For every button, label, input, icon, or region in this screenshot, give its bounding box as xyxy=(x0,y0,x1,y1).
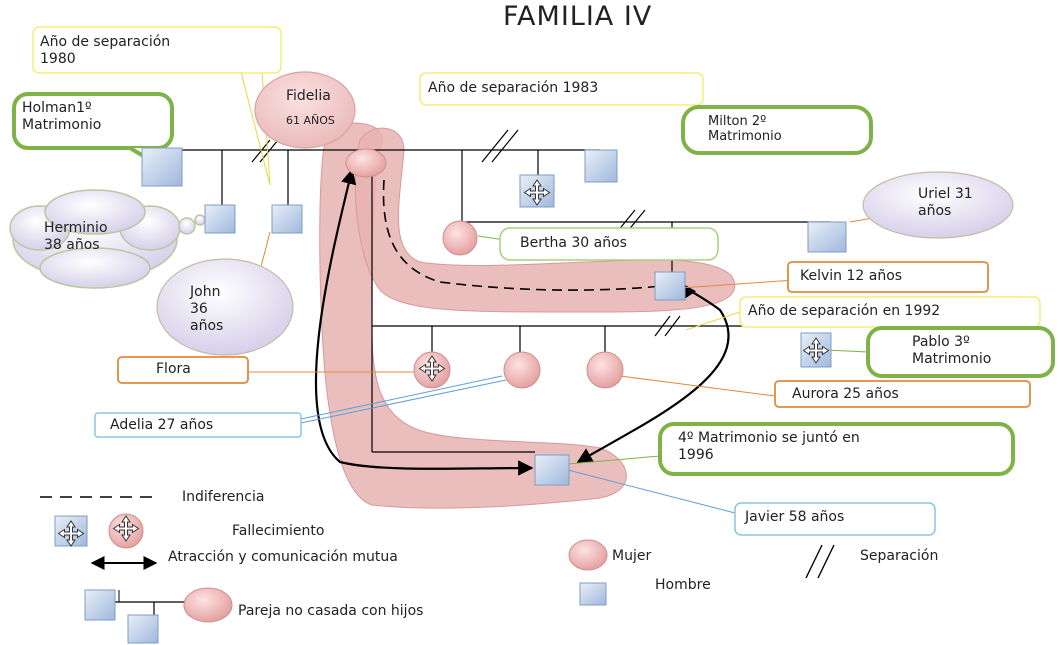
callout-pablo xyxy=(866,326,1055,378)
label-adelia: Adelia 27 años xyxy=(110,417,214,433)
deceased-icon xyxy=(418,179,830,382)
legend xyxy=(40,496,835,644)
label-milton: Milton 2º Matrimonio xyxy=(708,114,782,144)
legend-man xyxy=(579,582,607,606)
callout-flora xyxy=(117,356,249,384)
label-pablo: Pablo 3º Matrimonio xyxy=(912,334,992,367)
herminio-square[interactable] xyxy=(204,204,236,234)
callout-aurora xyxy=(774,380,1031,408)
milton-square[interactable] xyxy=(584,149,618,183)
label-uriel: Uriel 31 años xyxy=(918,186,973,219)
holman-square[interactable] xyxy=(141,147,183,187)
callout-john-bubble xyxy=(156,258,294,356)
legend-mutual-label: Atracción y comunicación mutua xyxy=(168,549,398,565)
legend-unmarried-label: Pareja no casada con hijos xyxy=(238,603,424,619)
callout-javier-marriage xyxy=(658,422,1015,476)
fidelia-circle[interactable] xyxy=(345,148,387,178)
label-aurora: Aurora 25 años xyxy=(792,386,899,402)
callout-herminio-cloud xyxy=(9,189,206,289)
uriel-square[interactable] xyxy=(807,221,847,253)
legend-unmarried-icon xyxy=(84,587,233,644)
callout-holman xyxy=(12,92,174,150)
label-flora: Flora xyxy=(156,361,191,377)
javier-square[interactable] xyxy=(534,454,570,486)
legend-indifference-label: Indiferencia xyxy=(182,489,265,505)
note-sep-1980: Año de separación 1980 xyxy=(40,34,171,67)
aurora-circle[interactable] xyxy=(586,351,624,389)
callout-fidelia-bubble xyxy=(254,71,356,149)
legend-separation-label: Separación xyxy=(860,548,939,564)
note-sep-1992: Año de separación en 1992 xyxy=(748,303,941,319)
label-fidelia: Fidelia xyxy=(286,88,331,104)
callout-sep-1980 xyxy=(32,26,282,74)
kelvin-square[interactable] xyxy=(654,271,686,301)
mutual-attraction-arrow-javier xyxy=(314,168,534,476)
john-square[interactable] xyxy=(271,204,303,234)
callout-javier xyxy=(734,502,936,536)
label-fidelia-age: 61 AÑOS xyxy=(286,114,335,127)
legend-man-label: Hombre xyxy=(655,577,711,593)
indifference-line-kelvin xyxy=(382,179,663,291)
label-john: John 36 años xyxy=(190,284,224,334)
label-javier-marriage: 4º Matrimonio se juntó en 1996 xyxy=(678,430,860,463)
legend-woman-label: Mujer xyxy=(612,548,652,564)
callout-bertha xyxy=(499,227,719,261)
label-javier: Javier 58 años xyxy=(745,509,845,525)
callout-adelia xyxy=(94,412,302,438)
mutual-attraction-arrow-pablo xyxy=(576,282,730,463)
legend-death-label: Fallecimiento xyxy=(232,523,325,539)
label-herminio: Herminio 38 años xyxy=(44,220,108,253)
legend-woman xyxy=(568,539,608,571)
legend-separation-mark xyxy=(805,544,823,579)
callout-milton xyxy=(681,105,873,155)
diagram-title: FAMILIA IV xyxy=(503,1,653,32)
callout-kelvin xyxy=(787,261,989,293)
callout-uriel-bubble xyxy=(862,171,1014,239)
label-bertha: Bertha 30 años xyxy=(520,235,627,251)
adelia-circle[interactable] xyxy=(503,351,541,389)
bertha-circle[interactable] xyxy=(442,220,478,256)
label-kelvin: Kelvin 12 años xyxy=(800,268,903,284)
label-holman: Holman1º Matrimonio xyxy=(22,100,102,133)
callout-sep-1983 xyxy=(419,72,704,106)
note-sep-1983: Año de separación 1983 xyxy=(428,80,599,96)
